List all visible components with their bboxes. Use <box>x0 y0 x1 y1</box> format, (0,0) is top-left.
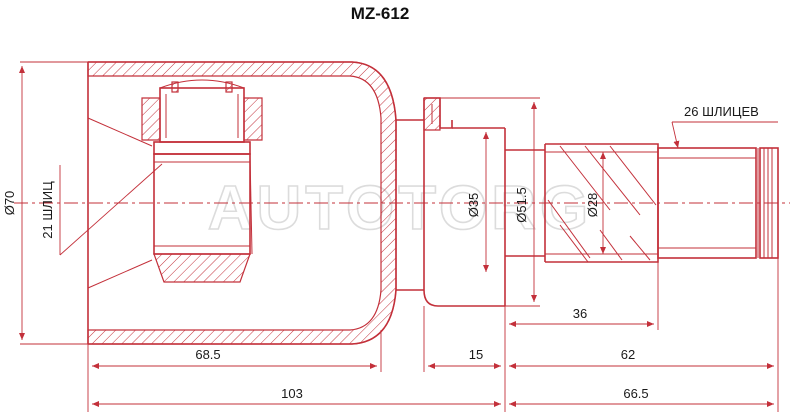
dim-l103: 103 <box>92 386 501 407</box>
housing <box>87 61 424 345</box>
dim-l62-label: 62 <box>621 347 635 362</box>
dim-l36-label: 36 <box>573 306 587 321</box>
dim-l36: 36 <box>509 306 654 327</box>
dim-d70-label: Ø70 <box>2 191 17 216</box>
dim-l66-5-label: 66.5 <box>623 386 648 401</box>
shaft <box>505 143 779 263</box>
dim-d28: Ø28 <box>585 152 606 254</box>
shaft-end <box>759 147 779 259</box>
dim-spline21-label: 21 ШЛИЦ <box>40 181 55 239</box>
dim-d51-5-label: Ø51.5 <box>514 187 529 222</box>
extension-lines <box>87 258 779 412</box>
roller <box>159 87 245 143</box>
dim-d51-5: Ø51.5 <box>440 97 540 307</box>
dim-d35: Ø35 <box>466 132 489 272</box>
dim-spline21: 21 ШЛИЦ <box>40 163 163 256</box>
dim-l15-label: 15 <box>469 347 483 362</box>
dim-d70: Ø70 <box>2 61 88 345</box>
dim-l68-5: 68.5 <box>92 347 377 369</box>
outer-spline <box>657 147 757 259</box>
dim-l68-5-label: 68.5 <box>195 347 220 362</box>
watermark: AUTOTORG <box>208 174 593 243</box>
page-title: MZ-612 <box>351 4 410 23</box>
housing-outline <box>88 61 397 345</box>
dim-l103-label: 103 <box>281 386 303 401</box>
dim-d28-label: Ø28 <box>585 193 600 218</box>
dim-spline26-label: 26 ШЛИЦЕВ <box>684 104 759 119</box>
dim-l66-5: 66.5 <box>509 386 774 407</box>
tripod <box>141 79 263 283</box>
dim-d35-label: Ø35 <box>466 193 481 218</box>
dim-l15: 15 <box>428 347 501 369</box>
dim-l62: 62 <box>509 347 774 369</box>
dim-spline26: 26 ШЛИЦЕВ <box>671 104 778 149</box>
